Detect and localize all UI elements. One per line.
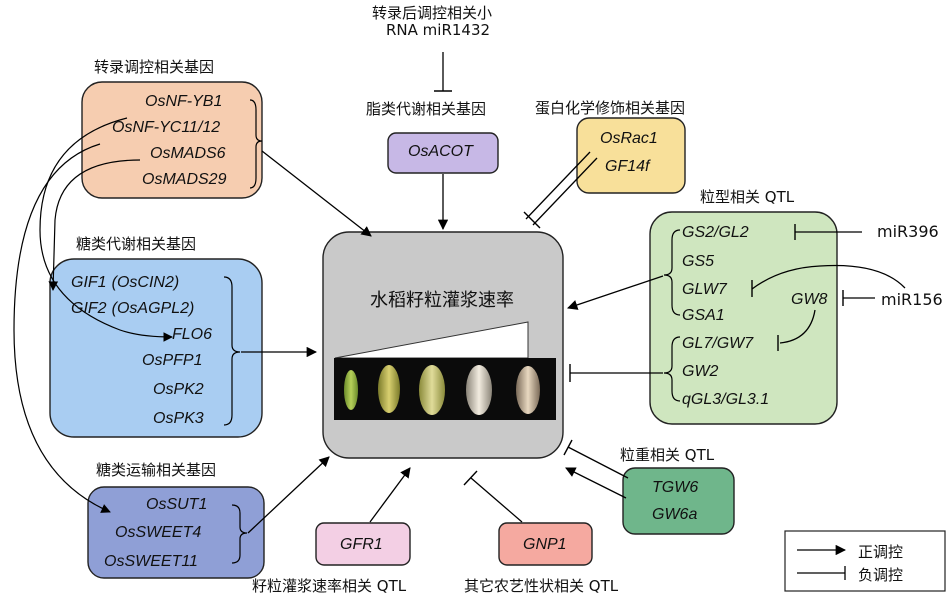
arrow-gfr-to-center bbox=[369, 467, 411, 523]
inhibit-tgw6-bar bbox=[563, 439, 573, 456]
lipid-box bbox=[387, 132, 499, 174]
arrow-gw6a-to-center bbox=[565, 467, 627, 499]
gene-osmads6: OsMADS6 bbox=[150, 145, 226, 162]
grain-2 bbox=[378, 365, 400, 413]
inhibit-protein-mod-line-b bbox=[532, 157, 598, 226]
grain-3 bbox=[419, 365, 445, 415]
arrow-sugar-transport-to-center bbox=[247, 456, 330, 534]
gene-tgw6: TGW6 bbox=[652, 479, 699, 496]
grain-shape-box bbox=[649, 211, 838, 425]
protein-mod-label: 蛋白化学修饰相关基因 bbox=[535, 99, 686, 117]
gene-glw7: GLW7 bbox=[682, 281, 727, 298]
gene-osnf-yb1: OsNF-YB1 bbox=[145, 93, 223, 110]
sugar-transport-label: 糖类运输相关基因 bbox=[96, 461, 217, 479]
transcription-label: 转录调控相关基因 bbox=[94, 58, 215, 76]
grain-shape-label: 粒型相关 QTL bbox=[700, 188, 795, 206]
transcription-brace bbox=[249, 99, 263, 189]
mirna-label-line2: RNA miR1432 bbox=[386, 21, 491, 39]
transcription-box bbox=[81, 81, 263, 199]
inhibit-gw8-gl7-curve bbox=[779, 309, 816, 344]
protein-mod-box bbox=[576, 117, 686, 194]
grain-1 bbox=[344, 370, 358, 410]
gene-ospk3: OsPK3 bbox=[153, 410, 204, 427]
inhibit-other-line bbox=[470, 477, 523, 523]
gene-gif2: GIF2 bbox=[71, 300, 107, 317]
inhibit-mir156-glw7-curve bbox=[751, 264, 906, 290]
curve-mads6-to-gif2 bbox=[48, 159, 141, 291]
sugar-metabolism-brace bbox=[223, 276, 241, 426]
center-title: 水稻籽粒灌浆速率 bbox=[370, 290, 514, 311]
gfr-label: 籽粒灌浆速率相关 QTL bbox=[252, 577, 407, 595]
gene-gif1-line: GIF1 (OsCIN2) bbox=[71, 272, 179, 292]
gene-gfr1: GFR1 bbox=[340, 536, 383, 553]
gene-gf14f: GF14f bbox=[605, 158, 650, 175]
arrow-transcription-to-center bbox=[261, 150, 372, 237]
inhibit-protein-mod-bar bbox=[523, 211, 541, 229]
curve-nfyb1-to-flo6 bbox=[39, 117, 173, 342]
mir156-label: miR156 bbox=[881, 290, 943, 309]
gene-gl7-gw7: GL7/GW7 bbox=[682, 335, 754, 352]
gene-gsa1: GSA1 bbox=[682, 307, 725, 324]
sugar-metabolism-label: 糖类代谢相关基因 bbox=[76, 235, 197, 253]
gene-ospk2: OsPK2 bbox=[153, 381, 204, 398]
grain-5 bbox=[516, 366, 540, 414]
grain-4 bbox=[466, 365, 492, 415]
gene-gnp1: GNP1 bbox=[523, 536, 567, 553]
gene-gs5: GS5 bbox=[682, 253, 715, 270]
gene-ossweet11: OsSWEET11 bbox=[104, 553, 198, 570]
legend-negative-label: 负调控 bbox=[858, 566, 904, 584]
gene-qgl3-gl3-1: qGL3/GL3.1 bbox=[682, 391, 770, 408]
other-box bbox=[498, 522, 593, 566]
gene-osrac1: OsRac1 bbox=[600, 130, 658, 147]
gfr-box bbox=[315, 522, 411, 566]
mir396-label: miR396 bbox=[877, 222, 939, 241]
legend-positive-label: 正调控 bbox=[858, 543, 904, 561]
other-label: 其它农艺性状相关 QTL bbox=[464, 577, 619, 595]
curve-nfyc-to-sut1 bbox=[13, 143, 111, 513]
gene-ospfp1: OsPFP1 bbox=[142, 352, 203, 369]
inhibit-protein-mod-line-a bbox=[525, 151, 591, 220]
gene-osagpl2: (OsAGPL2) bbox=[111, 300, 195, 317]
grain-shape-lower-brace bbox=[663, 336, 681, 402]
gene-oscin2: (OsCIN2) bbox=[111, 274, 180, 291]
legend-box bbox=[784, 530, 946, 592]
mirna-label-line1: 转录后调控相关小 bbox=[372, 4, 493, 22]
gene-gs2-gl2: GS2/GL2 bbox=[682, 224, 749, 241]
gene-ossut1: OsSUT1 bbox=[146, 496, 208, 513]
grain-shape-upper-brace bbox=[663, 229, 681, 316]
gene-flo6: FLO6 bbox=[172, 326, 213, 343]
gene-gif1: GIF1 bbox=[71, 274, 107, 291]
sugar-metabolism-box bbox=[49, 258, 263, 438]
gene-osnf-yc11-12: OsNF-YC11/12 bbox=[112, 119, 221, 136]
gene-gw8: GW8 bbox=[791, 291, 828, 308]
inhibit-other-bar bbox=[463, 470, 478, 486]
gene-osmads29: OsMADS29 bbox=[142, 171, 227, 188]
grain-weight-box bbox=[622, 467, 735, 535]
sugar-transport-brace bbox=[231, 504, 248, 564]
arrow-grain-shape-upper-to-center bbox=[567, 275, 664, 310]
gene-ossweet4: OsSWEET4 bbox=[115, 524, 202, 541]
gene-osacot: OsACOT bbox=[408, 143, 473, 160]
gene-gw6a: GW6a bbox=[652, 506, 698, 523]
sugar-transport-box bbox=[87, 486, 265, 579]
inhibit-tgw6-line bbox=[567, 446, 629, 479]
gene-gw2: GW2 bbox=[682, 363, 719, 380]
grain-weight-label: 粒重相关 QTL bbox=[620, 446, 715, 464]
gene-gif2-line: GIF2 (OsAGPL2) bbox=[71, 298, 194, 318]
lipid-label: 脂类代谢相关基因 bbox=[366, 100, 487, 118]
